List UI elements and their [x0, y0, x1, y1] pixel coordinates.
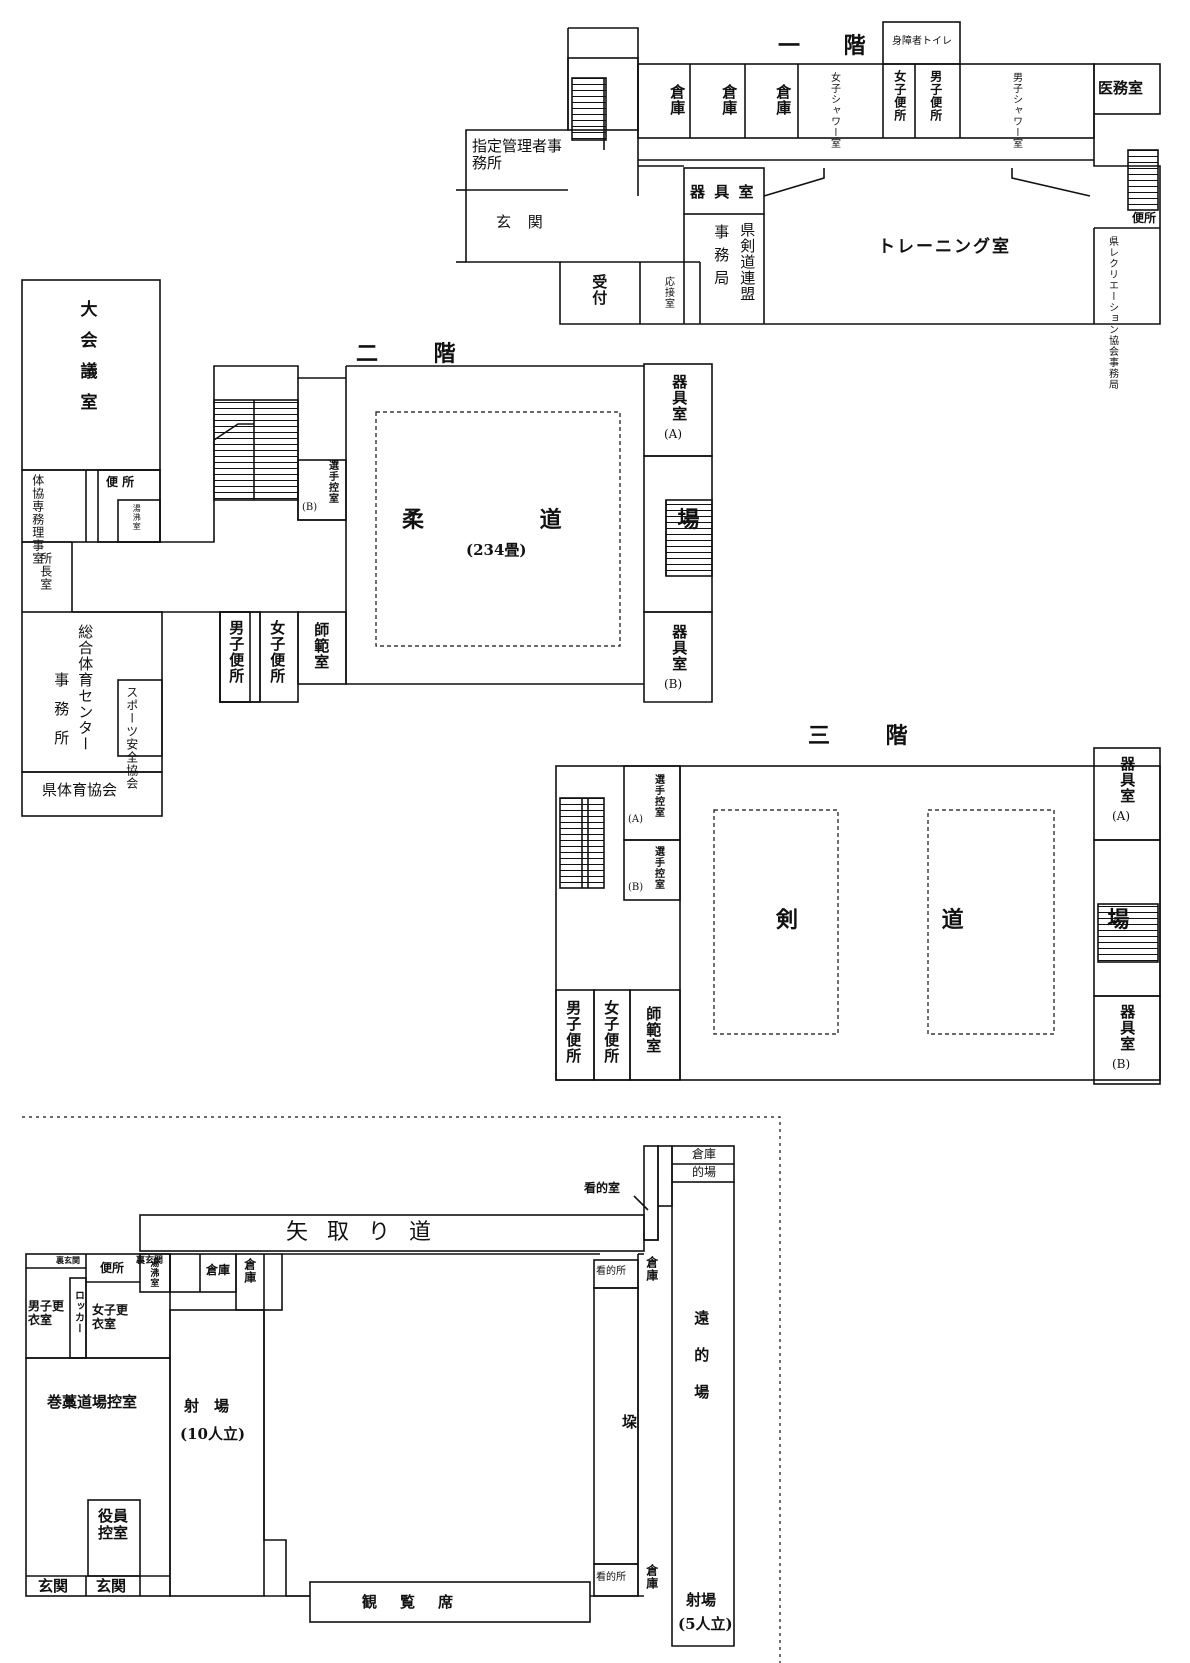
- floor1-men-wc-label: 男子便所: [928, 70, 943, 122]
- floor3-player-b-label: 選手控室: [652, 846, 664, 890]
- archery-storage-3-label: 倉庫: [644, 1256, 659, 1282]
- floor3-equipment-b-label: 器具室: [1118, 1004, 1137, 1052]
- archery-storage-2-label: 倉庫: [242, 1258, 257, 1284]
- floor3-player-a-label: 選手控室: [652, 774, 664, 818]
- accessible-toilet-label: 身障者トイレ: [892, 36, 952, 47]
- women-locker-room-label: 女子更衣室: [92, 1303, 129, 1331]
- floor2-instructor-label: 師範室: [312, 622, 331, 670]
- medical-room-label: 医務室: [1098, 79, 1144, 97]
- floor2-equipment-a-tag: (A): [664, 427, 683, 441]
- far-range-capacity: (5人立): [678, 1615, 733, 1633]
- far-range-label: 遠的場: [692, 1310, 711, 1421]
- archery-kettle-label: 湯沸室: [148, 1258, 159, 1288]
- floor2-equipment-a-label: 器具室: [670, 374, 689, 422]
- arrow-path-label: 矢 取 り 道: [286, 1220, 437, 1245]
- archery-storage-5-label: 倉庫: [692, 1147, 717, 1161]
- floor2-player-room-tag: (B): [302, 502, 318, 513]
- director-room-label: 所長室: [38, 552, 53, 591]
- floor2-equipment-b-label: 器具室: [670, 624, 689, 672]
- floor2-wc-label: 便 所: [106, 475, 135, 489]
- floor2-kettle-label: 湯沸室: [132, 504, 142, 531]
- floor1-storage-3-label: 倉庫: [774, 84, 793, 116]
- sports-safety-label: スポーツ安全協会: [124, 686, 139, 790]
- floor2-equipment-b-tag: (B): [664, 677, 683, 691]
- floor1-wc-label: 便所: [1132, 211, 1157, 225]
- officials-room-label: 役員控室: [98, 1507, 129, 1543]
- floor2-women-wc-label: 女子便所: [268, 620, 287, 684]
- floor1-walls: [456, 21, 1161, 325]
- floor3-instructor-label: 師範室: [644, 1006, 663, 1054]
- archery-storage-4-label: 倉庫: [644, 1564, 659, 1590]
- target-spot-1-label: 看的所: [596, 1266, 626, 1277]
- far-range-shooting-label: 射場: [686, 1591, 717, 1609]
- recreation-assoc-label: 県レクリエーション協会事務局: [1106, 236, 1118, 390]
- floor3-equipment-b-tag: (B): [1112, 1057, 1131, 1071]
- floor1-entrance-label: 玄 関: [496, 213, 549, 231]
- gallery-label: 観 覧 席: [362, 1593, 458, 1611]
- manager-office-label: 指定管理者事務所: [472, 137, 563, 173]
- judo-hall-size: (234畳): [466, 541, 527, 559]
- floor3-walls: [555, 747, 1161, 1085]
- archery-walls: [22, 1116, 781, 1663]
- archery-wc-label: 便所: [100, 1261, 125, 1275]
- back-entrance-2-label: 裏玄関: [136, 1256, 164, 1266]
- floor1-storage-2-label: 倉庫: [720, 84, 739, 116]
- locker-label: ロッカー: [72, 1290, 84, 1334]
- azuchi-label: 垜: [622, 1413, 638, 1431]
- entrance-1-label: 玄関: [38, 1577, 69, 1595]
- floor2-walls: [21, 279, 713, 817]
- reception-label: 受付: [590, 274, 609, 306]
- floor2-men-wc-label: 男子便所: [227, 620, 246, 684]
- floor1-title: 一 階: [778, 34, 884, 59]
- floor1-equipment-label: 器 具 室: [690, 183, 756, 201]
- floor3-title: 三 階: [808, 724, 932, 749]
- main-range-capacity: (10人立): [180, 1425, 246, 1443]
- target-room-label: 看的室: [584, 1181, 621, 1195]
- floor1-storage-1-label: 倉庫: [668, 84, 687, 116]
- women-shower-label: 女子シャワー室: [828, 72, 840, 149]
- floor1-women-wc-label: 女子便所: [892, 70, 907, 122]
- center-office-sub-label: 事務所: [52, 672, 71, 759]
- floor3-equipment-a-tag: (A): [1112, 809, 1131, 823]
- floor3-women-wc-label: 女子便所: [602, 1000, 621, 1064]
- target-area-label: 的場: [692, 1165, 717, 1179]
- floor2-title: 二 階: [356, 342, 480, 367]
- floor3-men-wc-label: 男子便所: [564, 1000, 583, 1064]
- floor3-equipment-a-label: 器具室: [1118, 756, 1137, 804]
- kendo-hall-label: 剣 道 場: [776, 907, 1190, 933]
- archery-storage-1-label: 倉庫: [206, 1263, 231, 1277]
- conference-hall-label: 大会議室: [76, 300, 97, 424]
- kendo-fed-label: 県剣道連盟: [738, 222, 757, 302]
- floor3-player-b-tag: (B): [628, 882, 644, 893]
- main-range-label: 射 場: [184, 1397, 230, 1415]
- floor3-player-a-tag: (A): [628, 814, 644, 825]
- sports-assoc-office-label: 体協専務理事室: [30, 474, 45, 565]
- judo-hall-label: 柔 道 場: [402, 507, 754, 533]
- men-locker-room-label: 男子更衣室: [28, 1299, 65, 1327]
- pref-sports-assoc-label: 県体育協会: [42, 781, 118, 799]
- center-office-label: 総合体育センター: [76, 624, 95, 752]
- back-entrance-1-label: 裏玄関: [56, 1255, 80, 1265]
- men-shower-label: 男子シャワー室: [1010, 72, 1022, 149]
- kendo-fed-office-label: 事務局: [712, 224, 731, 293]
- makiwara-room-label: 巻藁道場控室: [46, 1393, 137, 1411]
- entrance-2-label: 玄関: [96, 1577, 127, 1595]
- parlor-label: 応接室: [662, 276, 674, 309]
- training-room-label: トレーニング室: [878, 237, 1011, 257]
- target-spot-2-label: 看的所: [596, 1572, 626, 1583]
- floor2-player-room-label: 選手控室: [326, 460, 338, 504]
